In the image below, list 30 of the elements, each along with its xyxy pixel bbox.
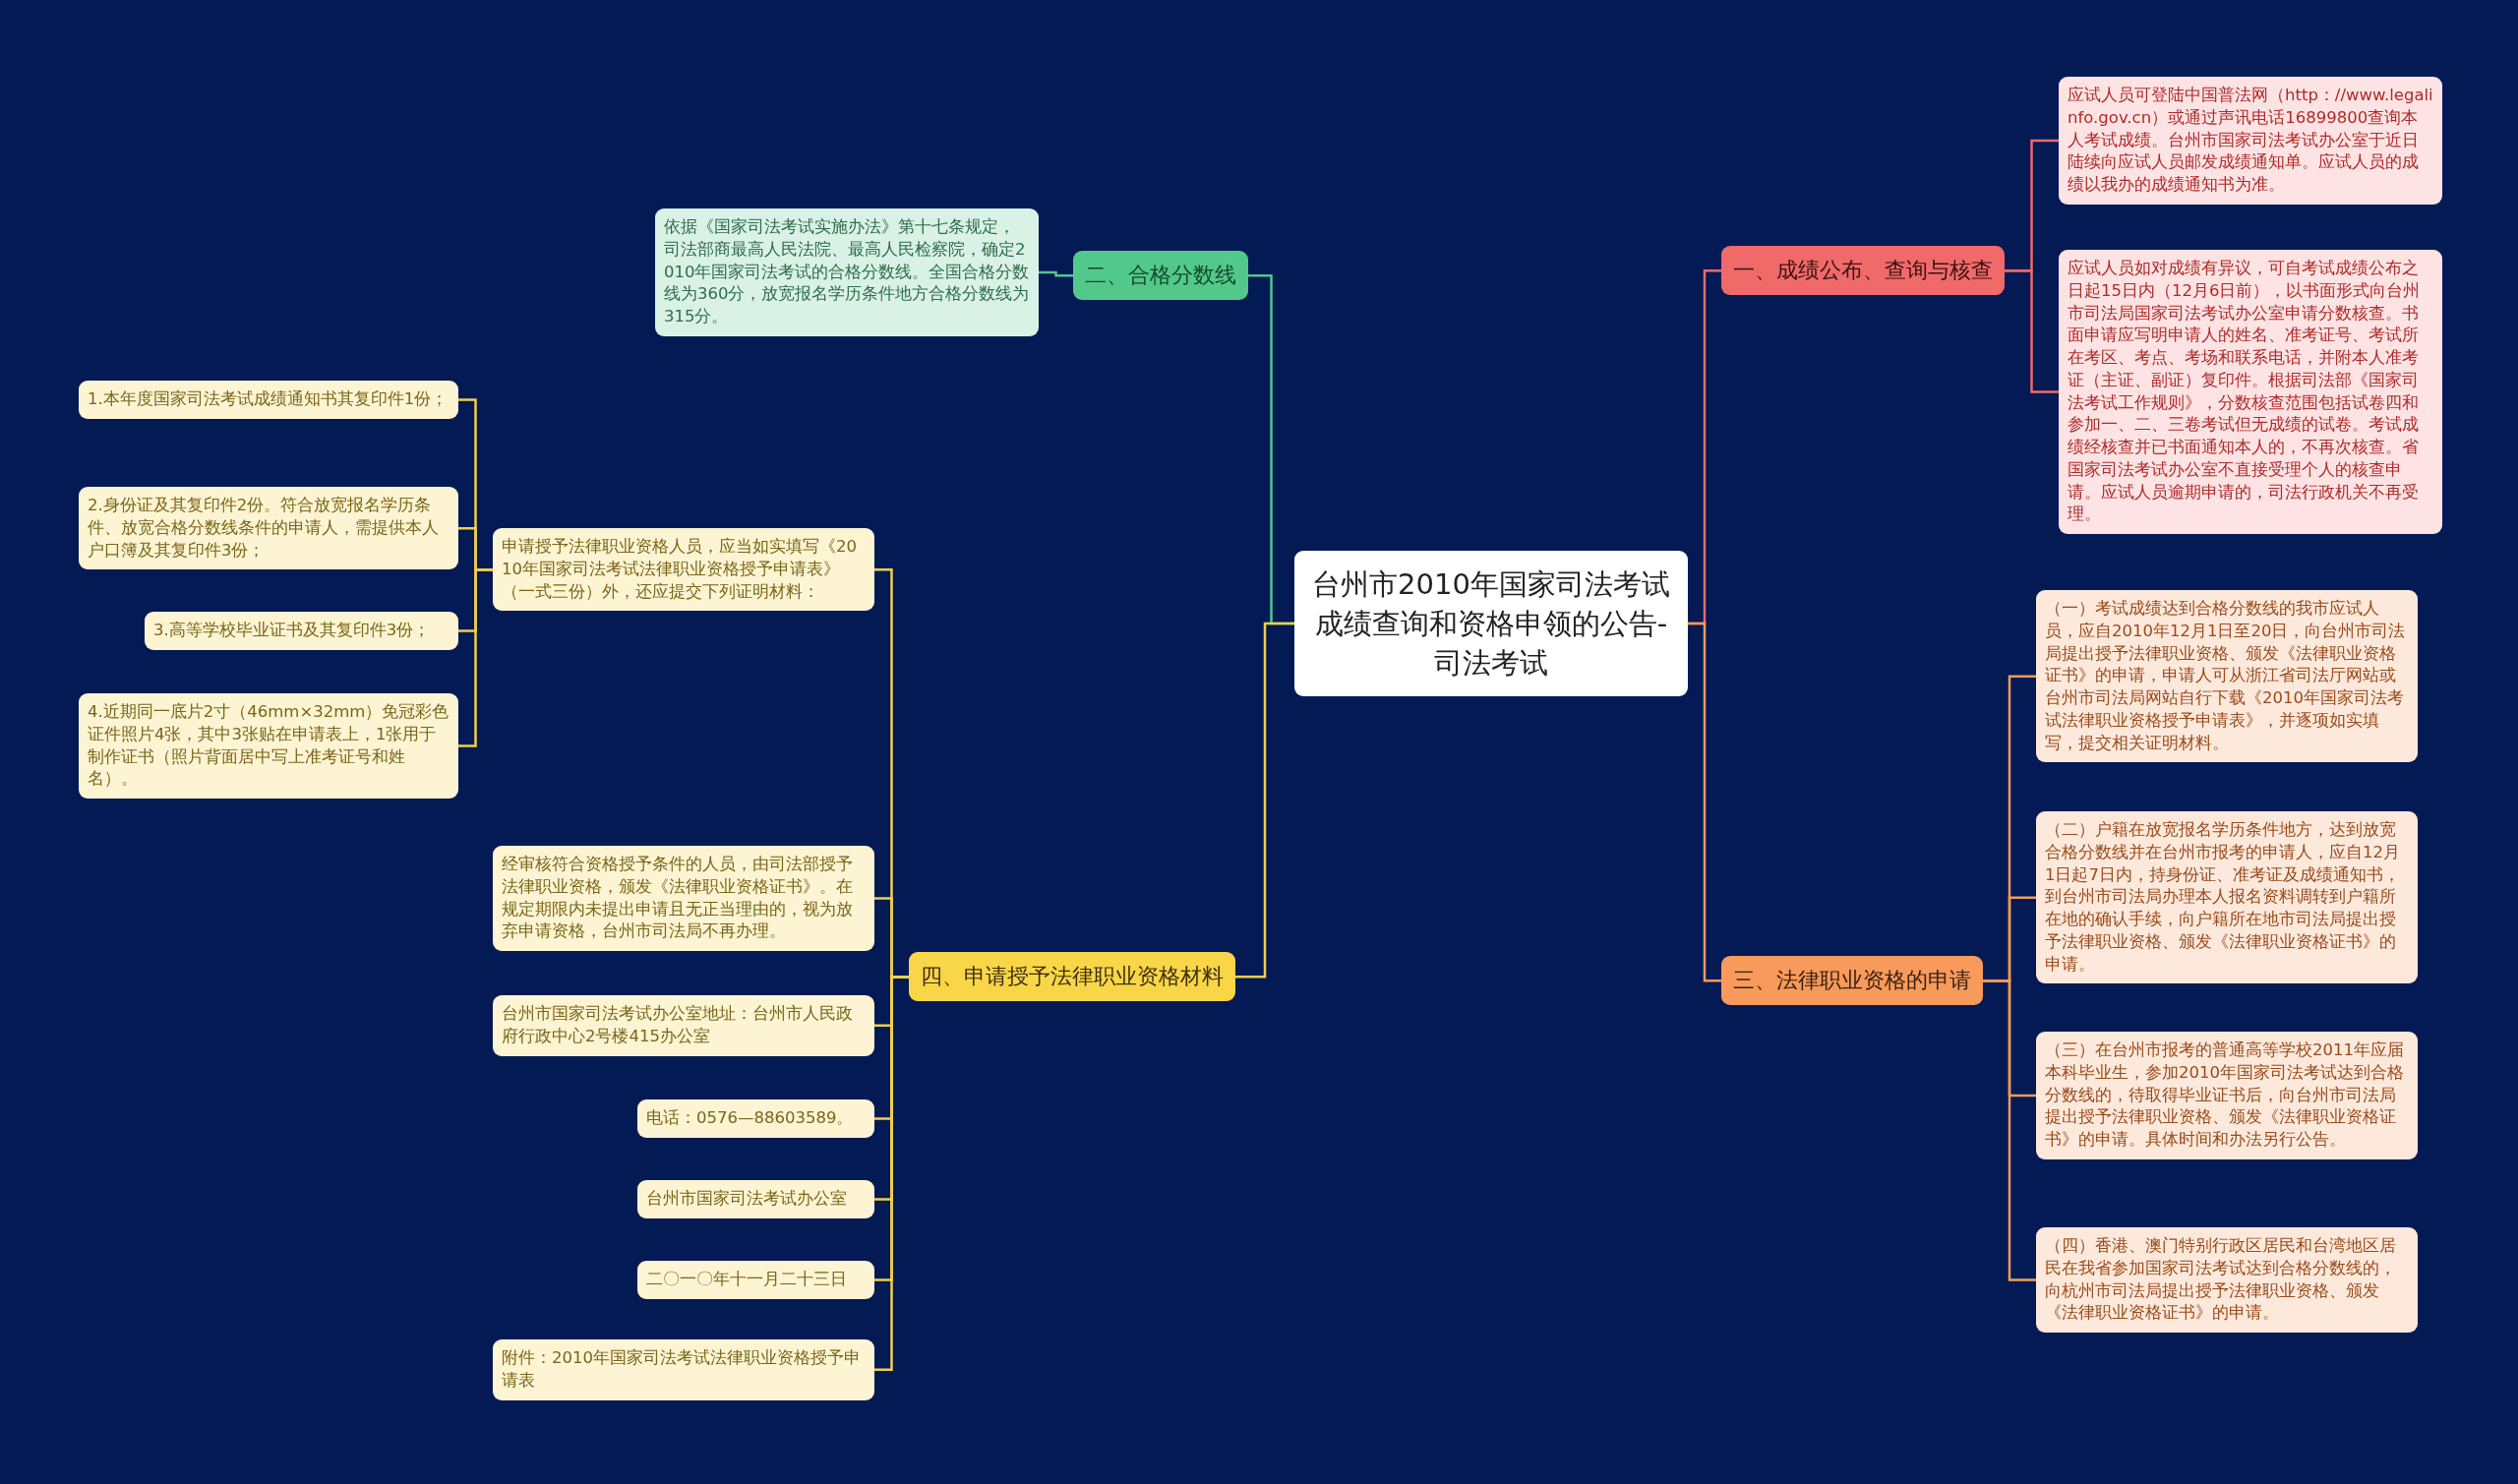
note-card: （二）户籍在放宽报名学历条件地方，达到放宽合格分数线并在台州市报考的申请人，应自12月1日起7日内，持身份证、准考证及成绩通知书，到台州市司法局办理本人报名资料调转到户籍所在地的确认手续，向户籍所在地市司法局提出授予法律职业资格、颁发《法律职业资格证书》的申请。 (2036, 811, 2418, 984)
branch-topic: 四、申请授予法律职业资格材料 (909, 952, 1235, 1002)
connector-line (1688, 622, 1721, 982)
note-card: 1.本年度国家司法考试成绩通知书其复印件1份； (79, 381, 458, 419)
connector-line (2005, 268, 2059, 393)
note-card: 电话：0576—88603589。 (637, 1099, 874, 1138)
branch-topic: 三、法律职业资格的申请 (1721, 956, 1983, 1006)
note-card: 依据《国家司法考试实施办法》第十七条规定，司法部商最高人民法院、最高人民检察院，确定2010年国家司法考试的合格分数线。全国合格分数线为360分，放宽报名学历条件地方合格分数线为315分。 (655, 208, 1039, 336)
note-card: 台州市国家司法考试办公室地址：台州市人民政府行政中心2号楼415办公室 (493, 995, 874, 1056)
connector-line (1983, 979, 2036, 1281)
branch-topic: 二、合格分数线 (1073, 251, 1248, 301)
connector-line (1235, 622, 1294, 979)
note-card: 应试人员如对成绩有异议，可自考试成绩公布之日起15日内（12月6日前），以书面形式向台州市司法局国家司法考试办公室申请分数核查。书面申请应写明申请人的姓名、准考证号、考试所在考区、考点、考场和联系电话，并附本人准考证（主证、副证）复印件。根据司法部《国家司法考试工作规则》，分数核查范围包括试卷四和参加一、二、三卷考试但无成绩的试卷。考试成绩经核查并已书面通知本人的，不再次核查。省国家司法考试办公室不直接受理个人的核查申请。应试人员逾期申请的，司法行政机关不再受理。 (2059, 250, 2442, 535)
note-card: 经审核符合资格授予条件的人员，由司法部授予法律职业资格，颁发《法律职业资格证书》。在规定期限内未提出申请且无正当理由的，视为放弃申请资格，台州市司法局不再办理。 (493, 846, 874, 952)
connector-line (1039, 270, 1073, 277)
connector-line (458, 567, 493, 747)
note-card: 二〇一〇年十一月二十三日 (637, 1261, 874, 1299)
note-card: 2.身份证及其复印件2份。符合放宽报名学历条件、放宽合格分数线条件的申请人，需提供本人户口簿及其复印件3份； (79, 487, 458, 570)
note-card: 4.近期同一底片2寸（46mm×32mm）免冠彩色证件照片4张，其中3张贴在申请表上，1张用于制作证书（照片背面居中写上准考证号和姓名）。 (79, 693, 458, 800)
note-card: （一）考试成绩达到合格分数线的我市应试人员，应自2010年12月1日至20日，向台州市司法局提出授予法律职业资格、颁发《法律职业资格证书》的申请，申请人可从浙江省司法厅网站或台州市司法局网站自行下载《2010年国家司法考试法律职业资格授予申请表》，并逐项如实填写，提交相关证明材料。 (2036, 590, 2418, 763)
note-card: 应试人员可登陆中国普法网（http：//www.legalinfo.gov.cn）或通过声讯电话16899800查询本人考试成绩。台州市国家司法考试办公室于近日陆续向应试人员邮发成绩通知单。应试人员的成绩以我办的成绩通知书为准。 (2059, 77, 2442, 205)
note-card: 台州市国家司法考试办公室 (637, 1180, 874, 1218)
note-card: （四）香港、澳门特别行政区居民和台湾地区居民在我省参加国家司法考试达到合格分数线的，向杭州市司法局提出授予法律职业资格、颁发《法律职业资格证书》的申请。 (2036, 1227, 2418, 1334)
note-card: （三）在台州市报考的普通高等学校2011年应届本科毕业生，参加2010年国家司法考试达到合格分数线的，待取得毕业证书后，向台州市司法局提出授予法律职业资格、颁发《法律职业资格证书》的申请。具体时间和办法另行公告。 (2036, 1032, 2418, 1159)
branch-topic: 一、成绩公布、查询与核查 (1721, 246, 2005, 296)
central-topic: 台州市2010年国家司法考试成绩查询和资格申领的公告-司法考试 (1294, 551, 1688, 697)
note-card: 附件：2010年国家司法考试法律职业资格授予申请表 (493, 1339, 874, 1400)
note-card: 3.高等学校毕业证书及其复印件3份； (145, 612, 458, 650)
connector-line (874, 975, 909, 1371)
note-card: 申请授予法律职业资格人员，应当如实填写《2010年国家司法考试法律职业资格授予申请表》（一式三份）外，还应提交下列证明材料： (493, 528, 874, 612)
